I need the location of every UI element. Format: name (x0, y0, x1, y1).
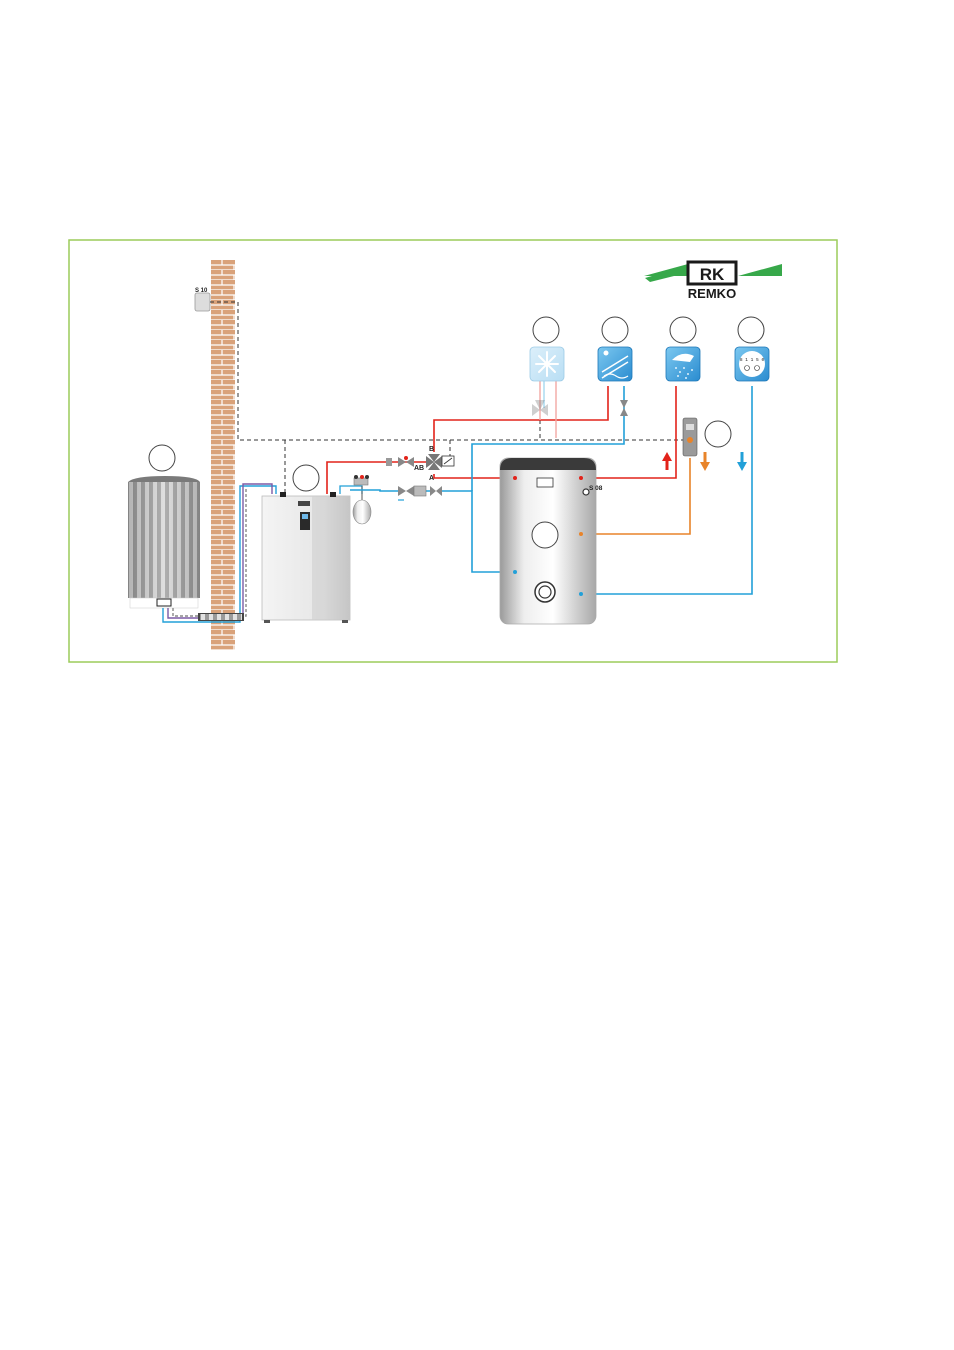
water-meter-icon: 8 1 1 5 0 (734, 346, 770, 382)
expansion-vessel (339, 475, 372, 525)
cooling-valve (532, 400, 548, 416)
cooling-icon (529, 346, 565, 382)
control-wiring (210, 301, 690, 492)
dhw-circulation-line (584, 458, 691, 535)
outdoor-connection-lines (162, 483, 277, 623)
callout-water-meter (737, 316, 765, 344)
remko-logo: RK REMKO (644, 260, 782, 301)
diagram-frame (68, 239, 838, 663)
outdoor-unit (128, 476, 200, 609)
valve-port-ab: AB (414, 465, 424, 472)
supply-lines (326, 386, 677, 494)
circulation-pump-station (682, 417, 698, 457)
supply-valve-group (386, 456, 414, 467)
callout-shower (669, 316, 697, 344)
house-wall (211, 260, 235, 650)
circulation-arrow (700, 452, 710, 471)
valve-port-a: A (429, 475, 434, 482)
callout-storage-tank (531, 521, 559, 549)
callout-indoor-unit (292, 464, 320, 492)
valve-port-b: B (429, 446, 434, 453)
logo-brand: REMKO (688, 286, 736, 301)
cold-water-in-arrow (737, 452, 747, 471)
callout-pump-station (704, 420, 732, 448)
callout-floor-heating (601, 316, 629, 344)
logo-mark: RK (700, 265, 725, 284)
wall-penetration (198, 613, 244, 621)
floor-heating-valve (620, 400, 628, 416)
three-way-valve: B AB A (414, 446, 455, 482)
hot-water-out-arrow (662, 452, 672, 470)
heat-pump-system-diagram: RK REMKO S 10 (68, 239, 838, 663)
return-valve-group (398, 485, 442, 501)
callout-cooling (532, 316, 560, 344)
floor-heating-icon (597, 346, 633, 382)
callout-outdoor-unit (148, 444, 176, 472)
tank-sensor-label: S 08 (589, 485, 603, 492)
shower-icon (665, 346, 701, 382)
outdoor-sensor-label: S 10 (195, 288, 208, 294)
outdoor-sensor: S 10 (194, 288, 211, 312)
indoor-unit (261, 492, 351, 623)
meter-display: 8 1 1 5 0 (740, 357, 765, 363)
